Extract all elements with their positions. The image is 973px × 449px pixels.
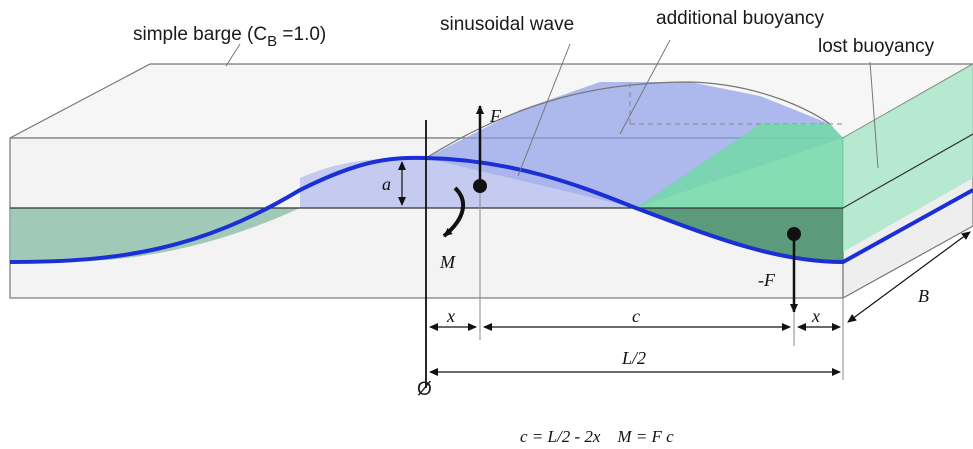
force-up-point bbox=[473, 179, 487, 193]
leader-additional bbox=[619, 39, 671, 135]
lost-buoyancy-top bbox=[636, 124, 843, 208]
x-right-label: x bbox=[811, 306, 820, 326]
leader-wave bbox=[517, 43, 571, 177]
half-length-label: L/2 bbox=[621, 348, 646, 368]
equation: c = L/2 - 2x M = F c bbox=[520, 427, 674, 446]
lost-buoyancy-label: lost buoyancy bbox=[818, 36, 935, 57]
lost-buoyancy-side bbox=[843, 64, 973, 252]
amplitude-label: a bbox=[382, 174, 391, 194]
force-label: F bbox=[489, 106, 502, 126]
neg-force-label: -F bbox=[758, 270, 776, 290]
additional-buoyancy-front bbox=[300, 157, 636, 208]
leader-barge bbox=[225, 43, 241, 67]
wave-crest-dashed bbox=[629, 82, 843, 125]
force-down-point bbox=[787, 227, 801, 241]
leader-lost bbox=[869, 61, 879, 169]
moment-arc bbox=[442, 186, 466, 238]
x-left-label: x bbox=[446, 306, 455, 326]
c-label: c bbox=[632, 306, 640, 326]
wave-crest-back bbox=[425, 81, 831, 159]
midship-symbol: Ø bbox=[417, 379, 432, 400]
water-front-left bbox=[10, 208, 300, 262]
barge-label: simple barge (CB =1.0) bbox=[133, 24, 326, 50]
moment-label: M bbox=[439, 252, 456, 272]
dim-breadth bbox=[847, 231, 971, 323]
breadth-label: B bbox=[918, 286, 929, 306]
lost-buoyancy-front bbox=[636, 208, 843, 262]
additional-buoyancy-label: additional buoyancy bbox=[656, 8, 824, 29]
side-waterline bbox=[842, 133, 973, 209]
wave-label: sinusoidal wave bbox=[440, 14, 574, 35]
